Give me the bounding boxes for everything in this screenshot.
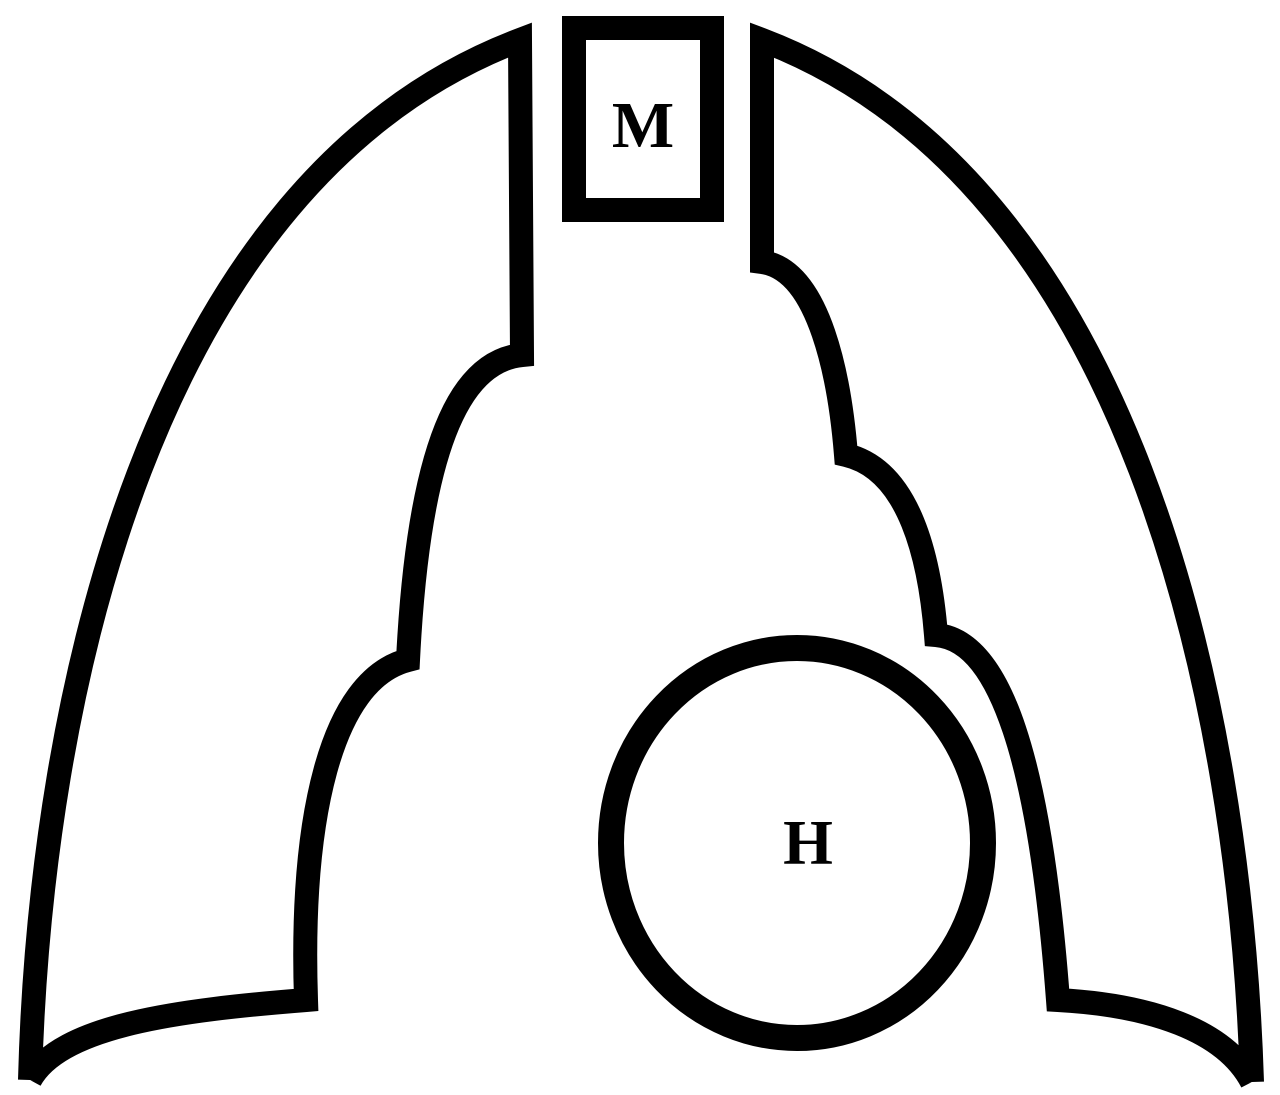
h-label: H (783, 807, 833, 878)
m-box (562, 16, 724, 222)
h-circle (598, 635, 996, 1051)
m-label: M (612, 89, 674, 162)
right-lung-field-outline (750, 22, 1264, 1088)
left-lung-field-outline (18, 22, 535, 1087)
